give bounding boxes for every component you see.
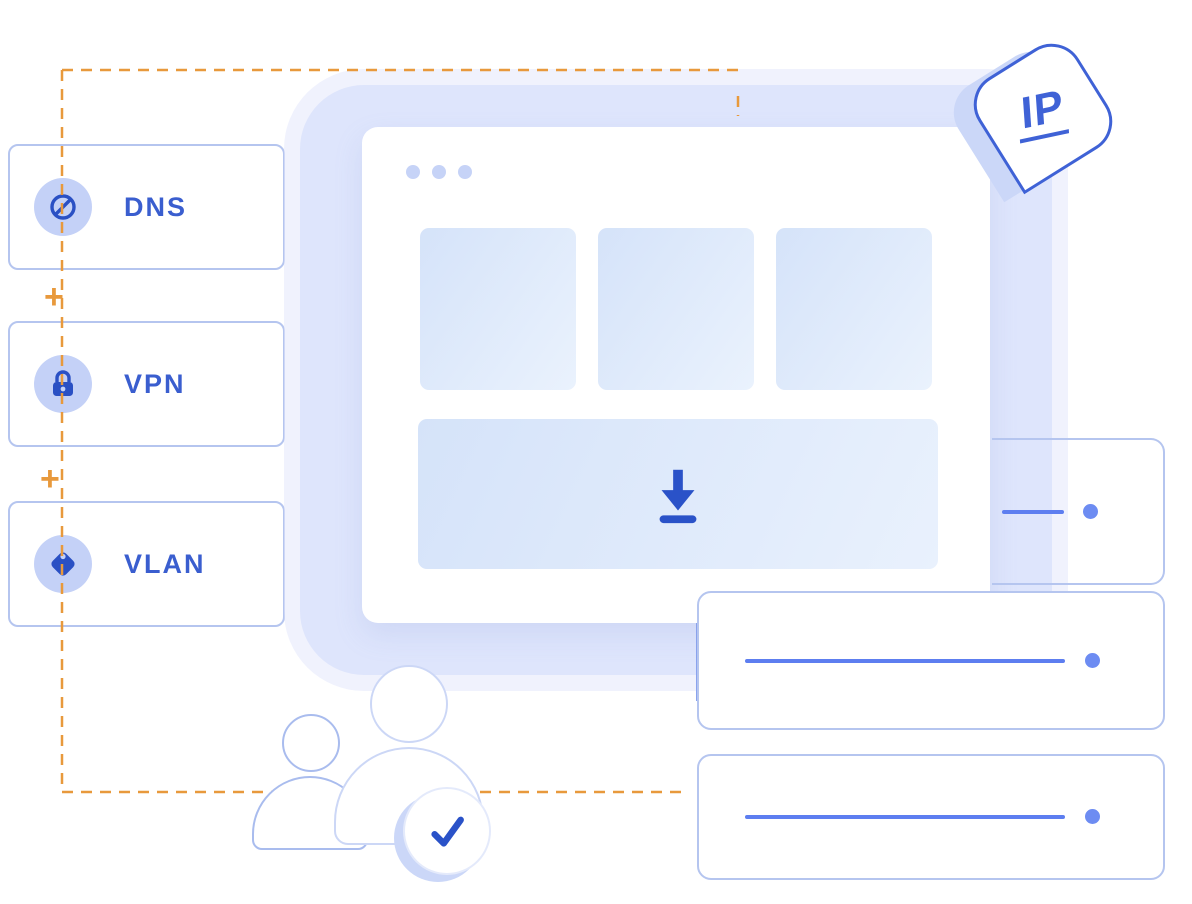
text-line	[745, 815, 1065, 819]
check-badge	[403, 787, 491, 875]
globe-icon	[34, 178, 92, 236]
bullet-dot	[1085, 653, 1100, 668]
dns-label: DNS	[124, 191, 188, 222]
lock-icon	[34, 355, 92, 413]
text-line	[1002, 510, 1064, 514]
bullet-dot	[1085, 809, 1100, 824]
download-area	[418, 419, 938, 569]
plus-separator: +	[40, 460, 60, 498]
sidebar-item-dns: DNS	[8, 144, 285, 270]
window-controls	[406, 165, 472, 179]
text-line	[745, 659, 1065, 663]
list-row	[697, 591, 1165, 730]
placeholder-card	[776, 228, 932, 390]
placeholder-card	[598, 228, 754, 390]
sidebar-item-vlan: VLAN	[8, 501, 285, 627]
window-dot	[432, 165, 446, 179]
download-icon	[659, 469, 697, 524]
placeholder-card	[420, 228, 576, 390]
user-icon-secondary-head	[282, 714, 340, 772]
vpn-label: VPN	[124, 368, 186, 399]
ip-label: IP	[1016, 81, 1070, 144]
tag-icon	[34, 535, 92, 593]
plus-separator: +	[44, 278, 64, 316]
sidebar-item-vpn: VPN	[8, 321, 285, 447]
vlan-label: VLAN	[124, 548, 206, 579]
ip-location-pin: IP	[941, 31, 1168, 254]
list-row	[697, 754, 1165, 880]
window-dot	[458, 165, 472, 179]
check-icon	[431, 816, 464, 847]
browser-window	[362, 127, 990, 623]
bullet-dot	[1083, 504, 1098, 519]
list-row	[992, 438, 1165, 585]
window-dot	[406, 165, 420, 179]
content-card-grid	[420, 228, 932, 390]
user-icon-primary-head	[370, 665, 448, 743]
